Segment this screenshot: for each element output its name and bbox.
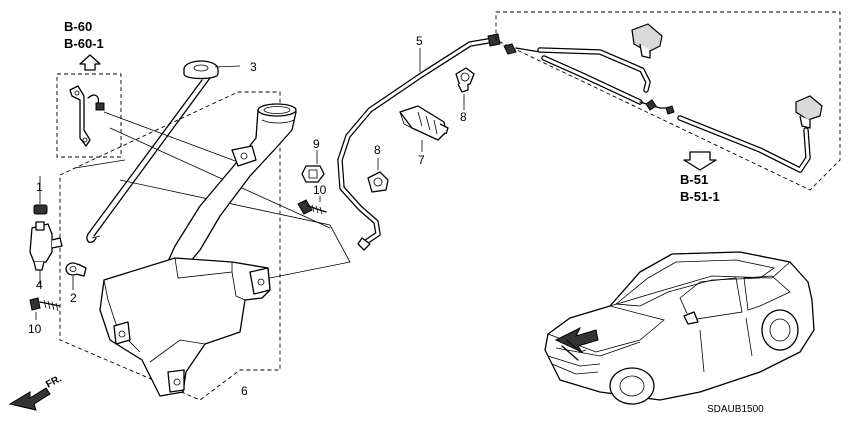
callout-10-middle[interactable]: 10: [313, 183, 327, 197]
callout-3[interactable]: 3: [250, 60, 257, 74]
callout-5[interactable]: 5: [416, 34, 423, 48]
washer-pump: [29, 223, 53, 263]
ref-b60[interactable]: B-60: [64, 19, 92, 34]
bolt-icon-2: [297, 199, 313, 215]
ref-b60-1[interactable]: B-60-1: [64, 36, 104, 51]
hose-clip-upper: [455, 67, 475, 87]
callout-labels: 1 2 3 4 5 6 7 8 8 9 10 10: [28, 34, 467, 398]
hose-clips: [367, 67, 475, 193]
bracket-detail-box: [56, 73, 122, 158]
washer-tank-group: [59, 91, 351, 401]
diagram-code: SDAUB1500: [707, 404, 764, 415]
nozzle-group-box: [495, 11, 841, 191]
rear-wheel: [761, 309, 799, 351]
washer-nozzle-upper: [631, 23, 663, 53]
washer-nozzle-lower: [795, 95, 823, 121]
front-wheel: [609, 367, 655, 405]
ref-b51-1[interactable]: B-51-1: [680, 189, 720, 204]
callout-8-lower[interactable]: 8: [374, 143, 381, 157]
front-indicator: FR.: [8, 373, 64, 411]
tank-group-box: [59, 91, 281, 401]
washer-cap: [86, 60, 241, 243]
washer-pump-parts: [29, 176, 87, 320]
down-arrow-icon: [683, 151, 717, 171]
callout-9[interactable]: 9: [313, 137, 320, 151]
nut-icon: [301, 165, 325, 183]
grommet-icon: [33, 204, 48, 215]
hose-clip-lower: [367, 171, 389, 193]
ref-b51[interactable]: B-51: [680, 172, 708, 187]
front-label: FR.: [44, 373, 64, 390]
callout-8-upper[interactable]: 8: [460, 110, 467, 124]
reference-b60-group: B-60 B-60-1: [56, 19, 122, 158]
callout-7[interactable]: 7: [418, 153, 425, 167]
washer-tank: [99, 257, 271, 397]
callout-4[interactable]: 4: [36, 278, 43, 292]
callout-6[interactable]: 6: [241, 384, 248, 398]
callout-10-lower[interactable]: 10: [28, 322, 42, 336]
car-illustration: [544, 251, 815, 405]
front-arrow-icon: [8, 387, 51, 411]
bolt-icon: [29, 297, 41, 311]
callout-2[interactable]: 2: [70, 291, 77, 305]
small-bolt-icon: [95, 102, 105, 111]
bracket-shape: [69, 85, 91, 147]
location-arrow-icon: [554, 326, 599, 354]
washer-hose: [337, 33, 501, 251]
nozzle-hose-group: B-51 B-51-1: [495, 11, 841, 204]
hose-joint: [399, 105, 447, 141]
up-arrow-icon: [79, 54, 101, 71]
tank-bolts: [297, 150, 327, 215]
callout-1[interactable]: 1: [36, 180, 43, 194]
filler-neck: [164, 105, 297, 269]
